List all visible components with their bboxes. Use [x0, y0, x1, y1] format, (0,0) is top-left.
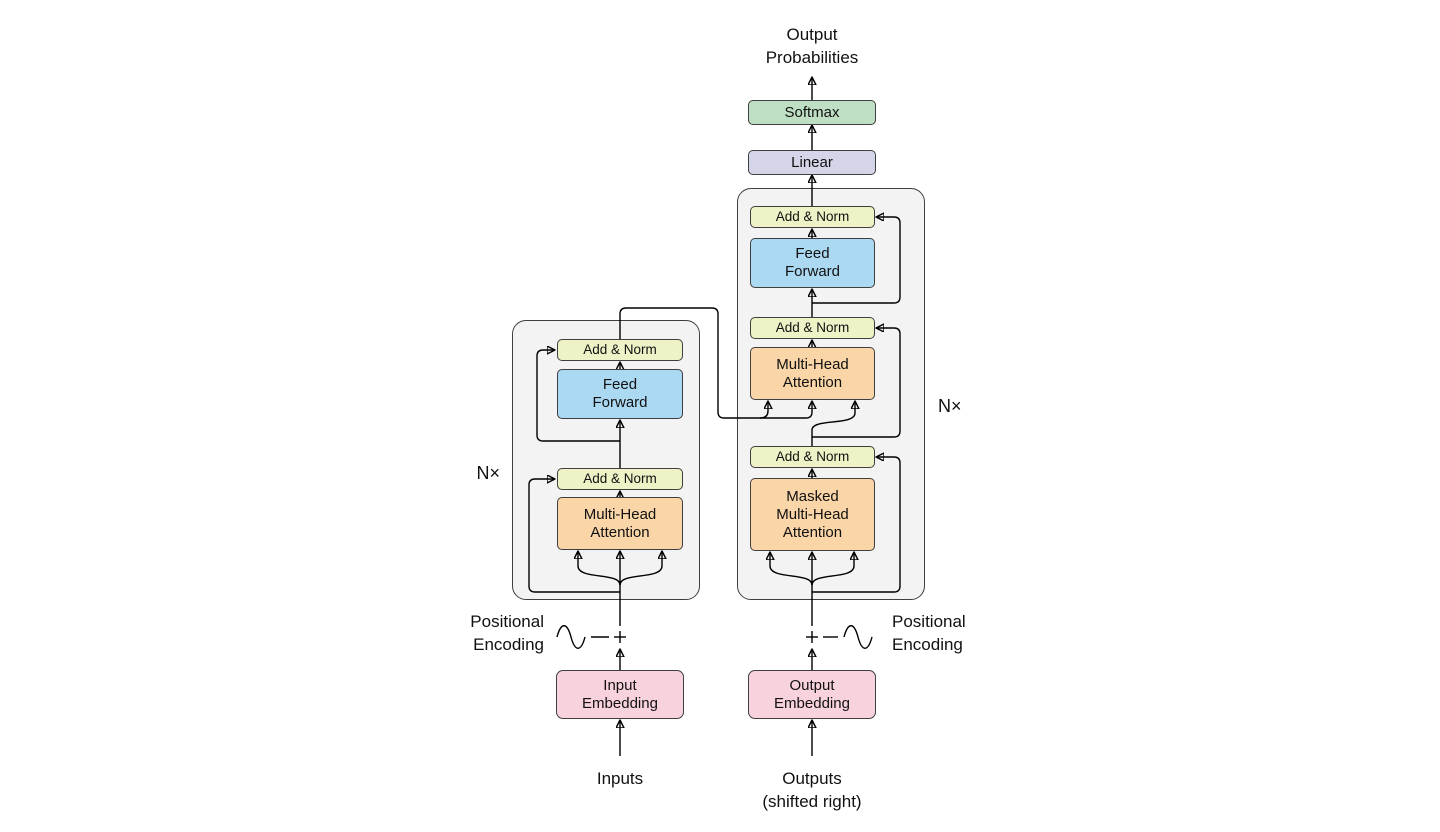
arrow-masked-attn-right — [811, 553, 854, 586]
plus-circle-icon-right — [801, 626, 823, 648]
decoder-add-norm-upper: Add & Norm — [750, 206, 875, 228]
decoder-masked-multi-head-attention: Masked Multi-Head Attention — [750, 478, 875, 551]
encoder-container — [512, 320, 700, 600]
decoder-multi-head-attention: Multi-Head Attention — [750, 347, 875, 400]
sine-wave-icon — [843, 625, 873, 649]
encoder-add-norm-lower: Add & Norm — [557, 468, 683, 490]
line-encoder-residual-upper — [536, 350, 620, 442]
arrow-encoder-attn-right — [619, 552, 662, 586]
encoder-multi-head-attention: Multi-Head Attention — [557, 497, 683, 550]
plus-circle-icon-left — [609, 626, 631, 648]
arrow-masked-attn-left — [770, 553, 813, 586]
outputs-label: Outputs (shifted right) — [762, 769, 862, 811]
arrow-encoder-output-to-cross-attn-center — [619, 307, 812, 419]
arrow-encoder-output-to-cross-attn-left — [759, 402, 768, 419]
decoder-add-norm-middle: Add & Norm — [750, 317, 875, 339]
positional-encoding-label-left: Positional Encoding — [470, 612, 544, 654]
linear-box: Linear — [748, 150, 876, 175]
arrow-decoder-query-to-cross-attn — [811, 402, 855, 446]
decoder-feed-forward: Feed Forward — [750, 238, 875, 288]
inputs-label: Inputs — [596, 769, 644, 788]
output-embedding-box: Output Embedding — [748, 670, 876, 719]
output-probabilities-label: Output Probabilities — [765, 25, 859, 67]
positional-encoding-sine-icon-left — [551, 617, 591, 657]
line-decoder-residual-masked — [812, 457, 901, 593]
decoder-repeat-label: N× — [938, 396, 962, 416]
positional-encoding-label-right: Positional Encoding — [892, 612, 966, 654]
sine-wave-icon — [556, 625, 586, 649]
line-decoder-residual-cross — [812, 328, 901, 438]
encoder-feed-forward: Feed Forward — [557, 369, 683, 419]
positional-encoding-sine-icon-right — [838, 617, 878, 657]
line-encoder-residual-lower — [528, 479, 620, 593]
encoder-add-norm-upper: Add & Norm — [557, 339, 683, 361]
line-decoder-residual-ff — [812, 217, 901, 304]
input-embedding-box: Input Embedding — [556, 670, 684, 719]
softmax-box: Softmax — [748, 100, 876, 125]
decoder-add-norm-lower: Add & Norm — [750, 446, 875, 468]
encoder-repeat-label: N× — [476, 463, 500, 483]
arrow-encoder-attn-left — [578, 552, 621, 586]
